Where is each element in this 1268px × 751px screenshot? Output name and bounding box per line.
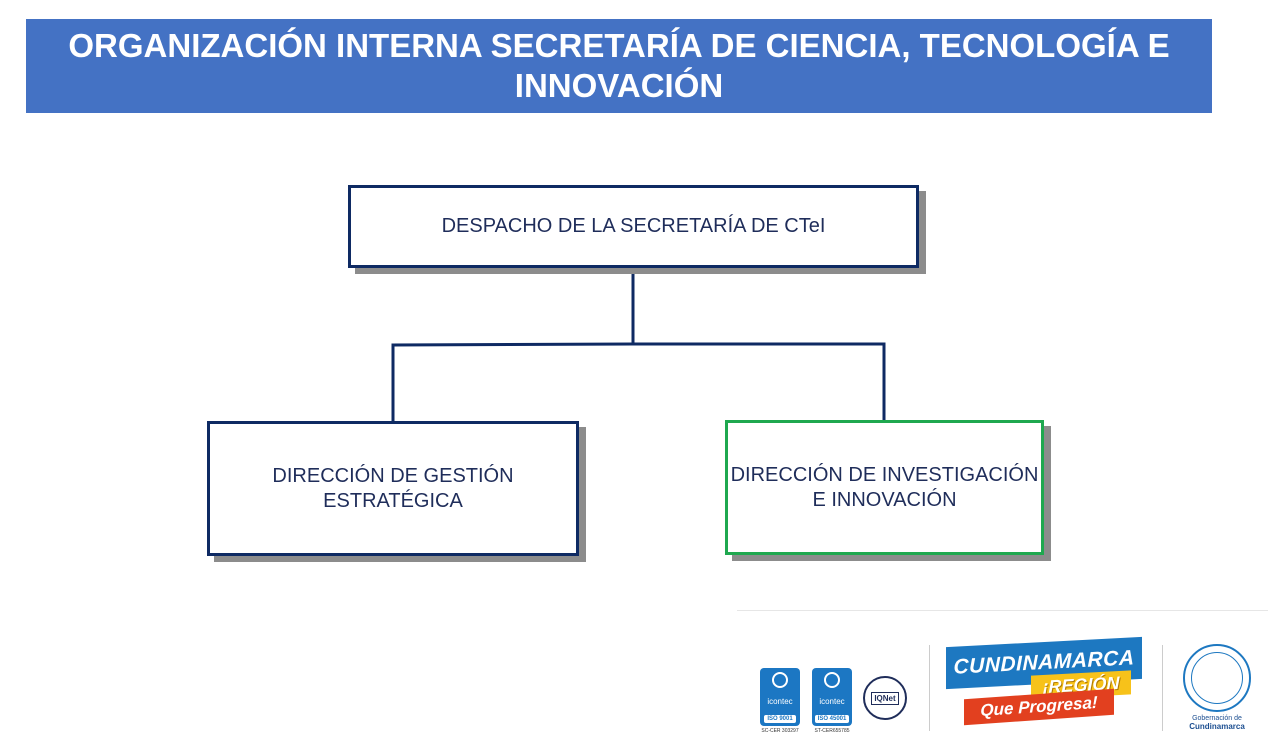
- connector-branch-right: [633, 342, 886, 420]
- seal-caption-bottom: Cundinamarca: [1189, 722, 1245, 731]
- seal-eagle-icon: [1191, 652, 1243, 704]
- icontec-logo-icon: [824, 672, 840, 688]
- connector-branch-left: [391, 342, 634, 421]
- cundinamarca-logo: CUNDINAMARCA ¡REGIÓN Que Progresa!: [946, 636, 1146, 730]
- gobernacion-seal-icon: [1183, 644, 1251, 712]
- icontec-logo-icon: [772, 672, 788, 688]
- iqnet-label: IQNet: [871, 691, 899, 705]
- cert-standard: ISO 9001: [764, 715, 796, 723]
- footer-separator: [929, 645, 930, 731]
- org-node-label: DIRECCIÓN DE INVESTIGACIÓN E INNOVACIÓN: [730, 463, 1039, 511]
- cert-iso-45001: icontec ISO 45001 ST-CER655785: [812, 668, 852, 734]
- brand-slogan: Que Progresa!: [964, 688, 1114, 726]
- cert-brand: icontec: [767, 697, 793, 706]
- icontec-badge: icontec ISO 45001: [812, 668, 852, 726]
- org-node-label: DIRECCIÓN DE GESTIÓN ESTRATÉGICA: [272, 464, 514, 512]
- org-node-despacho: DESPACHO DE LA SECRETARÍA DE CTeI: [348, 185, 919, 268]
- cert-iso-9001: icontec ISO 9001 SC-CER 303297: [760, 668, 800, 734]
- cert-standard: ISO 45001: [814, 715, 850, 723]
- cert-code: ST-CER655785: [814, 728, 850, 734]
- seal-caption: Gobernación de Cundinamarca: [1176, 715, 1258, 732]
- cert-brand: icontec: [819, 697, 845, 706]
- cert-code: SC-CER 303297: [761, 728, 799, 734]
- icontec-badge: icontec ISO 9001: [760, 668, 800, 726]
- seal-caption-top: Gobernación de: [1192, 715, 1242, 722]
- iqnet-logo-icon: IQNet: [863, 676, 907, 720]
- footer-divider: [737, 610, 1268, 611]
- org-node-investigacion-innovacion: DIRECCIÓN DE INVESTIGACIÓN E INNOVACIÓN: [725, 420, 1044, 555]
- org-node-label: DESPACHO DE LA SECRETARÍA DE CTeI: [441, 215, 826, 237]
- page-title: ORGANIZACIÓN INTERNA SECRETARÍA DE CIENC…: [26, 19, 1212, 113]
- org-node-gestion-estrategica: DIRECCIÓN DE GESTIÓN ESTRATÉGICA: [207, 421, 579, 556]
- footer-separator: [1162, 645, 1163, 731]
